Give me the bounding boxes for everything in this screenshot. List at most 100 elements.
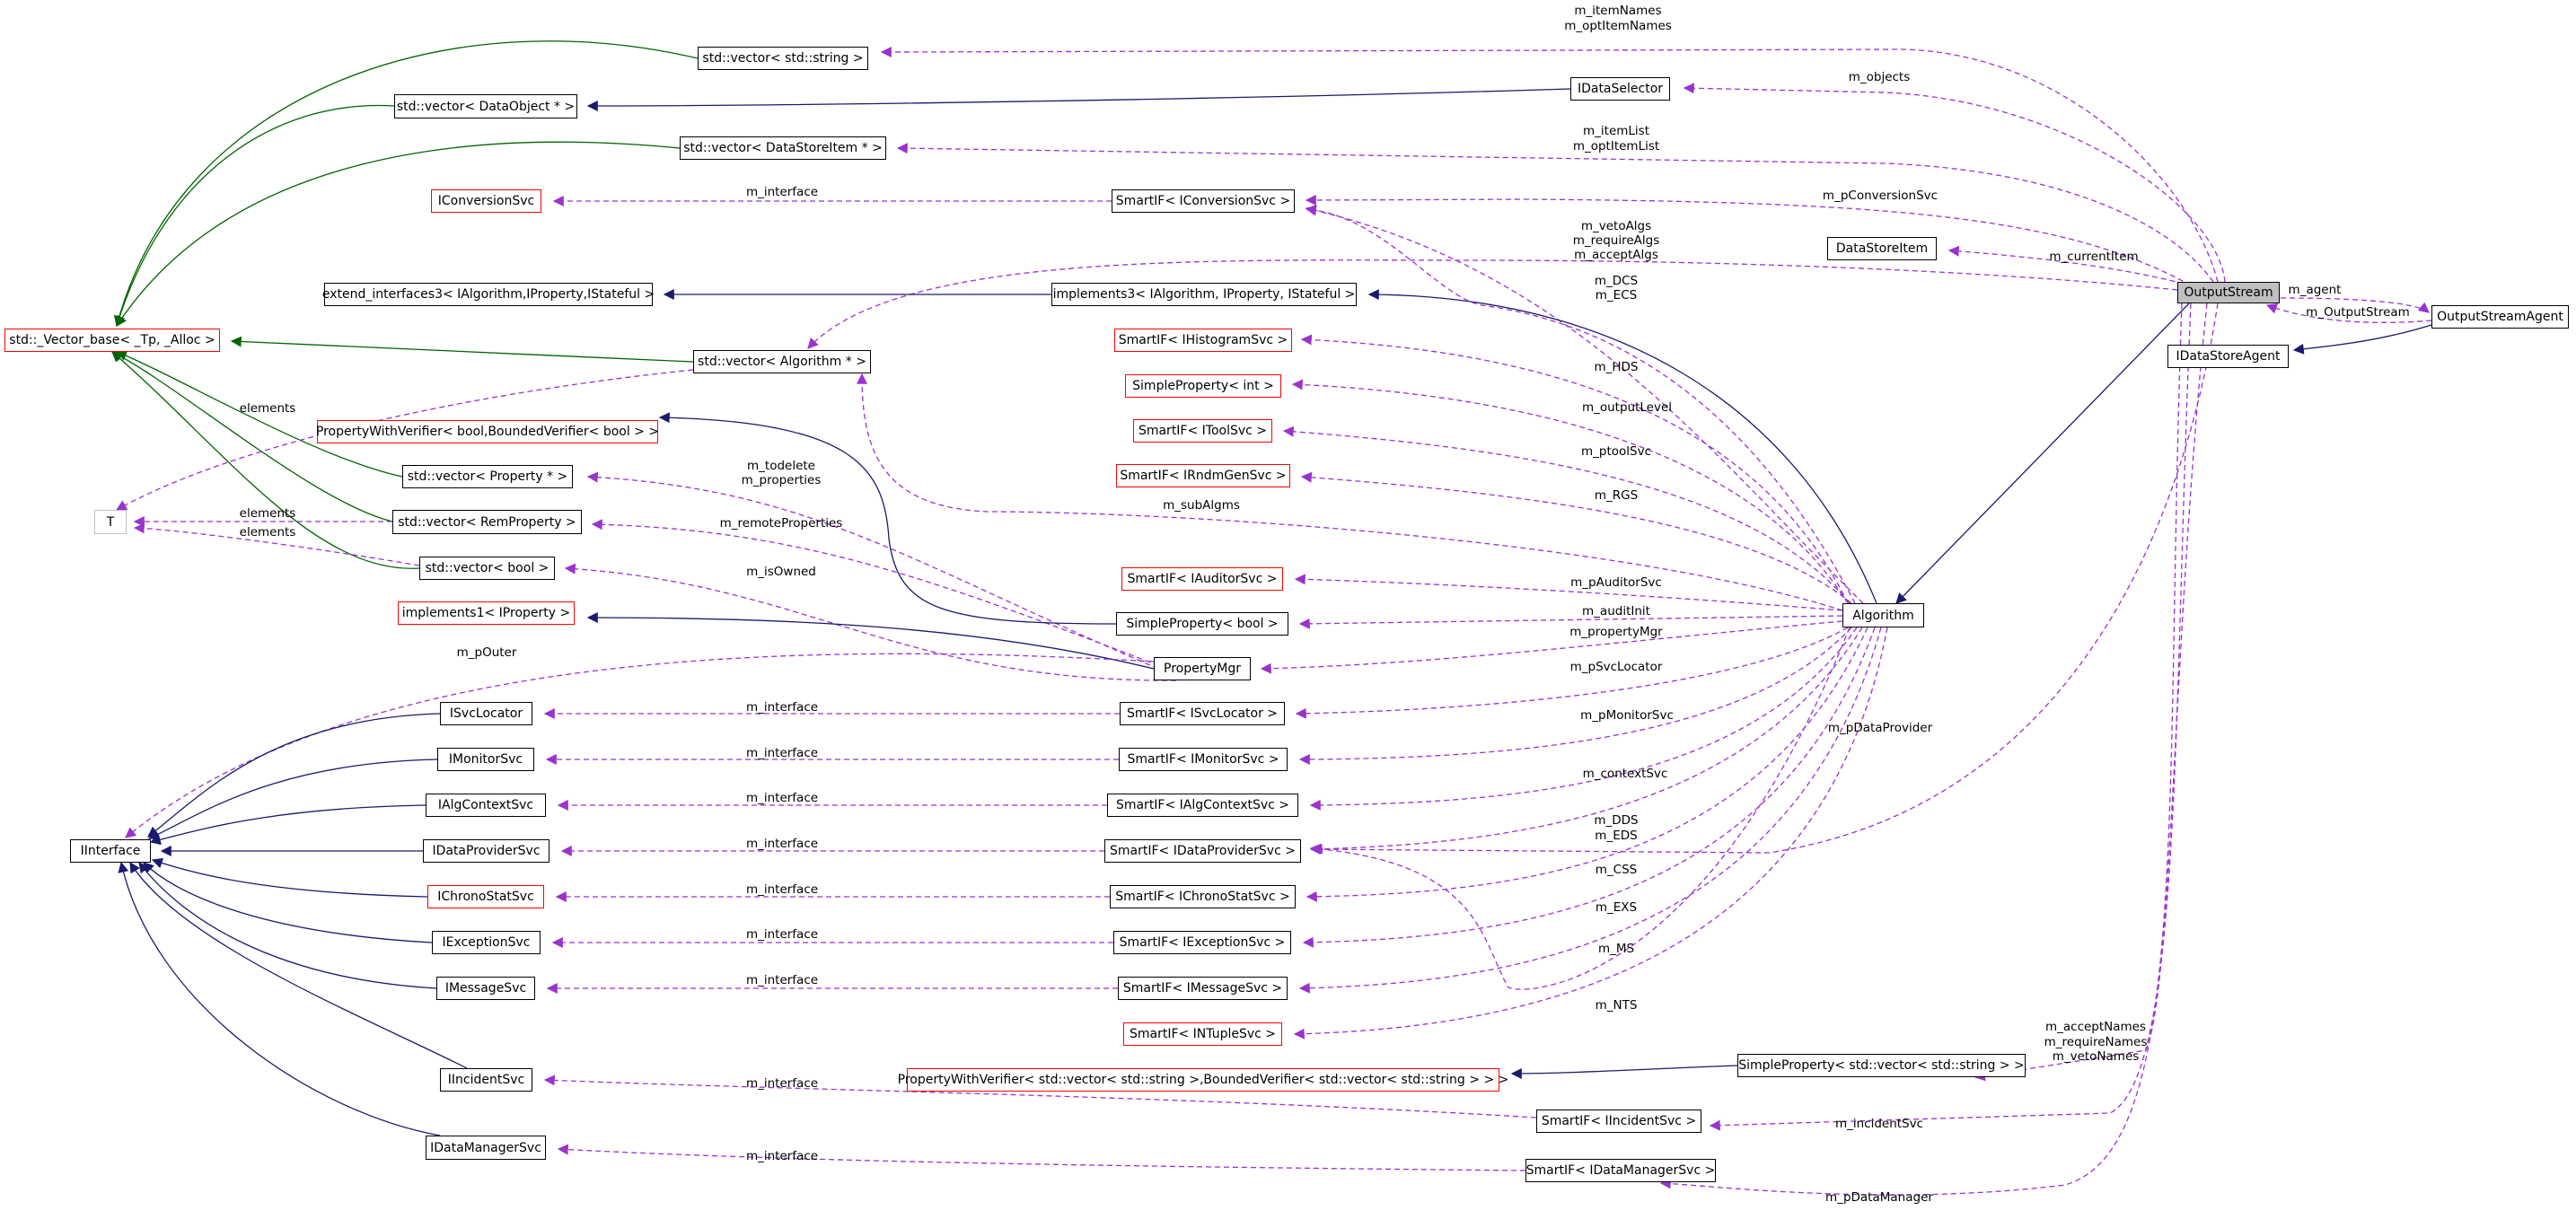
edge-label-m-psvclocator: m_pSvcLocator: [1570, 660, 1663, 674]
node-smart-iauditorsvc[interactable]: SmartIF< IAuditorSvc >: [1121, 567, 1283, 591]
edge-label-m-outputstream: m_OutputStream: [2306, 305, 2410, 320]
edge-label-m-requirenames: m_requireNames: [2044, 1035, 2148, 1049]
edge-usage-dds: [1311, 627, 1863, 855]
node-smart-irndmgensvc[interactable]: SmartIF< IRndmGenSvc >: [1116, 464, 1290, 487]
node-smart-ialgcontextsvc[interactable]: SmartIF< IAlgContextSvc >: [1107, 794, 1298, 817]
edge-label-m-isowned: m_isOwned: [746, 565, 816, 579]
edge-label-m-interface-msg: m_interface: [746, 973, 818, 987]
node-propwithverifier-bool[interactable]: PropertyWithVerifier< bool,BoundedVerifi…: [316, 420, 659, 443]
node-smart-iconversionsvc[interactable]: SmartIF< IConversionSvc >: [1112, 189, 1295, 213]
node-smart-idataprovidersvc[interactable]: SmartIF< IDataProviderSvc >: [1104, 839, 1301, 863]
node-simpleproperty-vecstring[interactable]: SimpleProperty< std::vector< std::string…: [1737, 1054, 2026, 1077]
node-vec-string[interactable]: std::vector< std::string >: [698, 47, 868, 70]
node-vec-datastoreitem[interactable]: std::vector< DataStoreItem * >: [680, 136, 886, 160]
edge-usage-css: [1306, 627, 1868, 902]
edge-label-m-requirealgs: m_requireAlgs: [1573, 233, 1659, 248]
node-smart-iexceptionsvc[interactable]: SmartIF< IExceptionSvc >: [1113, 931, 1291, 954]
edge-usage-auditinit: [1298, 615, 1843, 629]
edge-label-m-itemnames: m_itemNames: [1574, 4, 1661, 18]
node-implements1[interactable]: implements1< IProperty >: [398, 601, 575, 625]
edge-label-elements-2: elements: [240, 506, 296, 521]
edge-label-m-vetonames: m_vetoNames: [2053, 1049, 2140, 1064]
node-ialgcontextsvc[interactable]: IAlgContextSvc: [426, 794, 546, 817]
node-smart-imessagesvc[interactable]: SmartIF< IMessageSvc >: [1118, 977, 1288, 1000]
node-idataselector[interactable]: IDataSelector: [1570, 77, 1670, 101]
node-smart-ichronostatsvc[interactable]: SmartIF< IChronoStatSvc >: [1110, 885, 1296, 908]
node-vector-base[interactable]: std::_Vector_base< _Tp, _Alloc >: [4, 329, 220, 352]
edge-usage-pauditorsvc: [1294, 574, 1843, 611]
edge-inherit-propertymgr-implements1: [586, 612, 1155, 670]
node-idatamanagersvc[interactable]: IDataManagerSvc: [426, 1136, 546, 1160]
edge-label-m-incidentsvc: m_incidentSvc: [1835, 1117, 1923, 1131]
node-extend-interfaces3[interactable]: extend_interfaces3< IAlgorithm,IProperty…: [322, 283, 655, 306]
edge-label-m-pconversionsvc: m_pConversionSvc: [1823, 189, 1938, 203]
edge-label-elements-1: elements: [240, 401, 296, 416]
edge-usage-nts: [1293, 627, 1888, 1039]
edge-usage-dataprovider-alt: [1309, 627, 1851, 990]
edge-inherit-idatamanagersvc: [118, 861, 441, 1136]
edge-label-m-interface-svcloc: m_interface: [746, 700, 818, 715]
edge-usage-iface-dm: [557, 1144, 1526, 1171]
edge-label-m-interface-dataprov: m_interface: [746, 837, 818, 851]
edge-usage-ms: [1298, 627, 1882, 994]
node-imessagesvc[interactable]: IMessageSvc: [436, 977, 535, 1000]
node-outputstreamagent[interactable]: OutputStreamAgent: [2431, 305, 2569, 329]
node-simpleproperty-int[interactable]: SimpleProperty< int >: [1125, 374, 1281, 398]
edge-inherit-isvclocator: [147, 713, 441, 838]
node-smart-intuplesvc[interactable]: SmartIF< INTupleSvc >: [1123, 1022, 1282, 1046]
node-vec-property[interactable]: std::vector< Property * >: [402, 465, 573, 488]
node-vec-dataobject[interactable]: std::vector< DataObject * >: [394, 94, 577, 118]
node-iinterface[interactable]: IInterface: [70, 839, 151, 863]
edge-usage-iface-incident: [543, 1074, 1537, 1118]
node-idataprovidersvc[interactable]: IDataProviderSvc: [423, 839, 549, 863]
node-imonitorsvc[interactable]: IMonitorSvc: [437, 748, 534, 771]
node-smart-imonitorsvc[interactable]: SmartIF< IMonitorSvc >: [1119, 748, 1288, 771]
edge-label-m-pauditorsvc: m_pAuditorSvc: [1570, 575, 1662, 590]
edge-label-m-pmonitorsvc: m_pMonitorSvc: [1580, 708, 1674, 723]
node-outputstream[interactable]: OutputStream: [2177, 282, 2280, 303]
node-smart-itoolsvc[interactable]: SmartIF< IToolSvc >: [1133, 419, 1272, 443]
edge-inherit-imessagesvc: [138, 862, 437, 989]
edge-label-m-auditinit: m_auditInit: [1582, 604, 1650, 618]
node-propertymgr[interactable]: PropertyMgr: [1154, 657, 1251, 680]
edge-label-m-eds: m_EDS: [1595, 829, 1637, 843]
edge-usage-smartconv-algorithm: [1305, 205, 1864, 604]
node-smart-ihistogramsvc[interactable]: SmartIF< IHistogramSvc >: [1114, 329, 1292, 352]
node-vec-bool[interactable]: std::vector< bool >: [419, 557, 555, 580]
edge-label-m-dds: m_DDS: [1594, 813, 1638, 828]
edge-label-m-exs: m_EXS: [1596, 900, 1637, 915]
edge-label-m-acceptalgs: m_acceptAlgs: [1574, 248, 1658, 262]
edge-label-m-vetoalgs: m_vetoAlgs: [1581, 219, 1651, 233]
edge-label-m-interface-monitor: m_interface: [746, 746, 818, 760]
node-smart-isvclocator[interactable]: SmartIF< ISvcLocator >: [1120, 702, 1285, 725]
edge-label-m-acceptnames: m_acceptNames: [2045, 1020, 2146, 1034]
node-t[interactable]: T: [94, 510, 127, 534]
edge-template-vecdataobj: [114, 104, 395, 328]
node-iconversionsvc[interactable]: IConversionSvc: [431, 189, 541, 213]
edge-template-vecproperty: [115, 350, 403, 478]
edge-label-m-properties: m_properties: [742, 473, 822, 487]
edge-usage-todelete: [586, 471, 1159, 670]
node-algorithm[interactable]: Algorithm: [1842, 603, 1924, 627]
edge-label-m-interface-dm: m_interface: [746, 1149, 818, 1163]
node-vec-algorithm[interactable]: std::vector< Algorithm * >: [693, 350, 871, 373]
edge-label-m-remoteproperties: m_remoteProperties: [720, 516, 843, 531]
node-smart-iincidentsvc[interactable]: SmartIF< IIncidentSvc >: [1536, 1110, 1701, 1133]
node-isvclocator[interactable]: ISvcLocator: [440, 702, 532, 725]
edge-label-m-itemlist: m_itemList: [1583, 124, 1649, 138]
edge-label-m-contextsvc: m_contextSvc: [1583, 767, 1668, 781]
edge-label-m-ms: m_MS: [1598, 942, 1634, 956]
node-simpleproperty-bool[interactable]: SimpleProperty< bool >: [1116, 612, 1288, 636]
edge-label-m-hds: m_HDS: [1594, 360, 1638, 374]
node-iexceptionsvc[interactable]: IExceptionSvc: [432, 931, 541, 954]
node-implements3[interactable]: implements3< IAlgorithm, IProperty, ISta…: [1051, 283, 1357, 306]
node-idatastoreagent[interactable]: IDataStoreAgent: [2167, 345, 2289, 368]
node-datastoreitem[interactable]: DataStoreItem: [1827, 237, 1937, 260]
node-iincidentsvc[interactable]: IIncidentSvc: [440, 1068, 532, 1092]
node-propwithverifier-vecstring[interactable]: PropertyWithVerifier< std::vector< std::…: [898, 1068, 1508, 1092]
node-smart-idatamanagersvc[interactable]: SmartIF< IDataManagerSvc >: [1525, 1159, 1716, 1182]
node-vec-remproperty[interactable]: std::vector< RemProperty >: [392, 510, 582, 534]
node-ichronostatsvc[interactable]: IChronoStatSvc: [427, 885, 544, 908]
edge-usage-dataprovider-os: [1309, 303, 2219, 855]
